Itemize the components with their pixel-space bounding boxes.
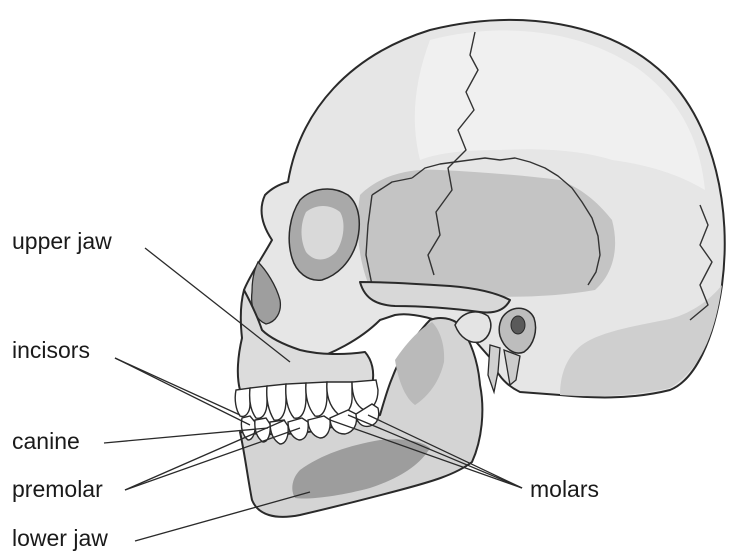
label-lower-jaw: lower jaw: [12, 527, 108, 550]
label-canine: canine: [12, 430, 80, 453]
upper-incisor-1: [235, 388, 250, 416]
upper-canine: [267, 384, 286, 420]
upper-premolar-1: [286, 383, 306, 418]
leader-incisors-a: [115, 358, 240, 415]
label-upper-jaw: upper jaw: [12, 230, 112, 253]
styloid-process: [488, 345, 500, 392]
leader-incisors-b: [115, 358, 250, 425]
upper-premolar-2: [306, 382, 327, 416]
temporal-shade: [358, 170, 615, 297]
label-incisors: incisors: [12, 339, 90, 362]
ear-opening: [511, 316, 525, 334]
label-premolar: premolar: [12, 478, 103, 501]
label-molars: molars: [530, 478, 599, 501]
upper-incisor-2: [250, 386, 267, 418]
